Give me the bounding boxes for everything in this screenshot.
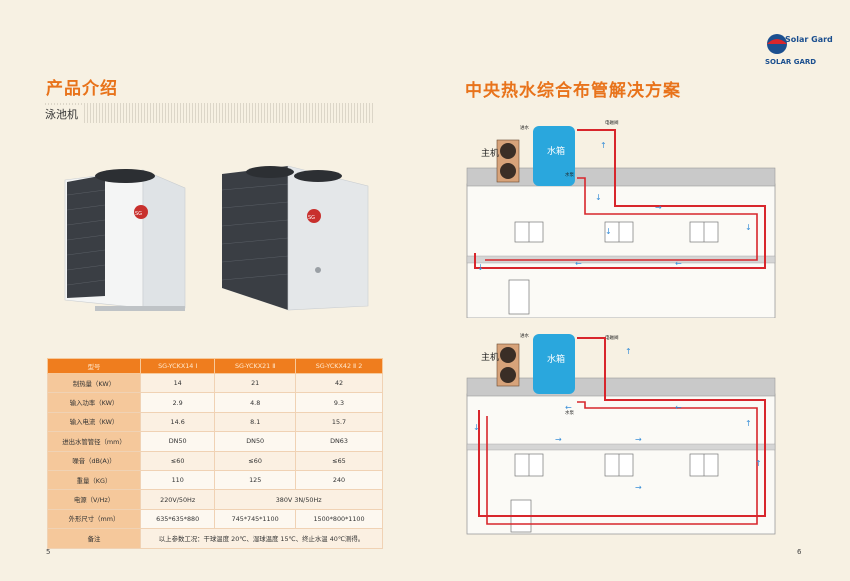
label-tank: 水箱 <box>547 145 565 157</box>
piping-diagram-1: 主机 水箱 进水 电磁阀 水泵 ↑ ↓ → ↓ ← ← ↓ ↓ <box>466 119 776 318</box>
svg-text:SG: SG <box>308 215 315 221</box>
cell: ≤60 <box>139 450 216 471</box>
label-tank-2: 水箱 <box>547 353 565 365</box>
cell: 15.7 <box>295 411 383 433</box>
table-row: 输入电流（KW） 14.6 8.1 15.7 <box>47 411 383 433</box>
cell: 21 <box>214 372 297 394</box>
cell: 240 <box>295 469 383 491</box>
row-label: 外形尺寸（mm） <box>47 508 141 530</box>
cell: ≤65 <box>295 450 383 471</box>
cell: 110 <box>139 469 216 491</box>
label-host: 主机 <box>481 147 499 159</box>
svg-text:↑: ↑ <box>755 459 762 468</box>
label-host-2: 主机 <box>481 351 499 363</box>
cell: 125 <box>214 469 297 491</box>
spec-table: 型号 SG-YCKX14 Ⅰ SG-YCKX21 Ⅱ SG-YCKX42 Ⅱ 2… <box>47 358 383 549</box>
svg-text:→: → <box>635 483 642 492</box>
row-label: 电源（V/Hz） <box>47 489 141 510</box>
table-row: 外形尺寸（mm） 635*635*880 745*745*1100 1500*8… <box>47 508 383 530</box>
label-pump: 水泵 <box>565 171 574 178</box>
cell: 635*635*880 <box>139 508 216 530</box>
cell: 220V/50Hz <box>139 489 216 510</box>
section-title-solution: 中央热水综合布管解决方案 <box>465 81 681 101</box>
page-number: 5 <box>46 548 51 556</box>
svg-text:↓: ↓ <box>473 423 480 432</box>
cell: 380V 3N/50Hz <box>214 489 383 510</box>
cell: 8.1 <box>214 411 297 433</box>
svg-text:←: ← <box>675 259 682 268</box>
cell: 745*745*1100 <box>214 508 297 530</box>
cell: 9.3 <box>295 392 383 413</box>
label-inlet: 进水 <box>520 124 529 131</box>
cell: DN63 <box>295 431 383 452</box>
row-label: 进出水管管径（mm） <box>47 431 141 452</box>
table-header: 型号 <box>47 358 141 374</box>
svg-text:↑: ↑ <box>745 419 752 428</box>
svg-text:↓: ↓ <box>745 223 752 232</box>
row-label: 备注 <box>47 528 141 549</box>
table-row: 噪音（dB(A)） ≤60 ≤60 ≤65 <box>47 450 383 471</box>
svg-text:←: ← <box>565 403 572 412</box>
label-inlet-2: 进水 <box>520 332 529 339</box>
table-row: 重量（KG） 110 125 240 <box>47 469 383 491</box>
svg-text:SG: SG <box>135 211 142 217</box>
cell: 42 <box>295 372 383 394</box>
cell: 14.6 <box>139 411 216 433</box>
row-label: 噪音（dB(A)） <box>47 450 141 471</box>
product-image-large-unit: SG <box>221 165 369 311</box>
table-row: 进出水管管径（mm） DN50 DN50 DN63 <box>47 431 383 452</box>
row-label: 制热量（KW） <box>47 372 141 394</box>
cell: 4.8 <box>214 392 297 413</box>
piping-diagram-2: 主机 水箱 进水 电磁阀 水泵 ↑ ← ← ↑ → → ↑ → ↓ <box>466 332 776 535</box>
svg-text:↑: ↑ <box>600 141 607 150</box>
row-label: 重量（KG） <box>47 469 141 491</box>
cell: 2.9 <box>139 392 216 413</box>
left-page: 产品介绍 泳池机 SG SG 型号 SG-YCKX14 Ⅰ <box>45 79 383 556</box>
label-pump-2: 水泵 <box>565 409 574 416</box>
solar-gard-logo: Solar Gard <box>767 34 833 54</box>
cell: DN50 <box>214 431 297 452</box>
table-row: 制热量（KW） 14 21 42 <box>47 372 383 394</box>
cell: ≤60 <box>214 450 297 471</box>
svg-text:↓: ↓ <box>595 193 602 202</box>
subtitle-pool-unit: 泳池机 <box>45 105 84 125</box>
subtitle-bar: 泳池机 <box>45 103 375 125</box>
logo-word: Solar Gard <box>785 35 833 44</box>
svg-text:←: ← <box>575 259 582 268</box>
svg-text:↑: ↑ <box>625 347 632 356</box>
table-header: SG-YCKX21 Ⅱ <box>214 358 297 374</box>
row-label: 输入功率（KW） <box>47 392 141 413</box>
label-valve: 电磁阀 <box>605 119 619 126</box>
table-row: 输入功率（KW） 2.9 4.8 9.3 <box>47 392 383 413</box>
right-page: Solar Gard SOLAR GARD 中央热水综合布管解决方案 主机 水箱… <box>425 0 850 581</box>
cell: 1500*800*1100 <box>295 508 383 530</box>
table-row: 备注 以上参数工况：干球温度 20℃、湿球温度 15℃、终止水温 40℃测得。 <box>47 528 383 549</box>
page-number-right: 6 <box>797 548 802 556</box>
svg-text:←: ← <box>675 403 682 412</box>
cell: DN50 <box>139 431 216 452</box>
product-image-small-unit: SG <box>64 169 186 311</box>
svg-text:→: → <box>555 435 562 444</box>
logo-text: SOLAR GARD <box>765 58 817 66</box>
table-header: SG-YCKX42 Ⅱ 2 <box>295 358 383 374</box>
label-valve-2: 电磁阀 <box>605 334 619 341</box>
table-header-row: 型号 SG-YCKX14 Ⅰ SG-YCKX21 Ⅱ SG-YCKX42 Ⅱ 2 <box>47 358 383 374</box>
svg-text:→: → <box>635 435 642 444</box>
svg-text:↓: ↓ <box>477 263 484 272</box>
svg-text:→: → <box>655 203 662 212</box>
section-title-product-intro: 产品介绍 <box>46 79 118 99</box>
row-label: 输入电流（KW） <box>47 411 141 433</box>
svg-text:↓: ↓ <box>605 227 612 236</box>
cell: 以上参数工况：干球温度 20℃、湿球温度 15℃、终止水温 40℃测得。 <box>140 528 383 549</box>
table-header: SG-YCKX14 Ⅰ <box>139 358 216 374</box>
table-row: 电源（V/Hz） 220V/50Hz 380V 3N/50Hz <box>47 489 383 510</box>
cell: 14 <box>139 372 216 394</box>
